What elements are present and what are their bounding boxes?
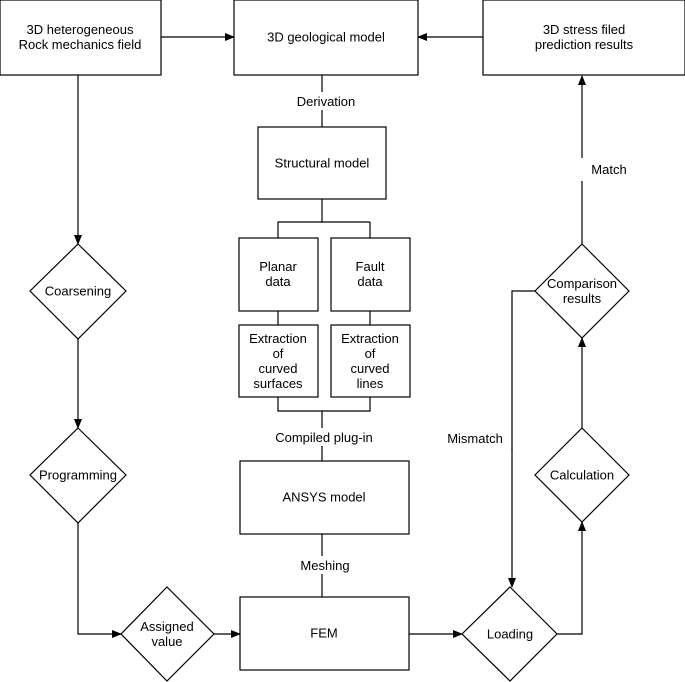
- node-label-line: Coarsening: [45, 284, 112, 299]
- node-label-line: of: [365, 346, 376, 361]
- structural-model-label: Structural model: [275, 156, 370, 171]
- derivation-label: Derivation: [297, 94, 356, 109]
- node-label-line: Loading: [487, 627, 533, 642]
- extraction-surfaces-box: [238, 324, 319, 398]
- coarsening-label: Coarsening: [45, 284, 112, 299]
- node-label-line: Comparison: [547, 276, 617, 291]
- node-label-line: 3D geological model: [267, 30, 385, 45]
- node-label-line: lines: [357, 376, 384, 391]
- match-label: Match: [591, 162, 626, 177]
- extraction-lines-box: [330, 324, 411, 398]
- mismatch-label: Mismatch: [447, 431, 503, 446]
- node-label-line: FEM: [310, 626, 337, 641]
- meshing-label: Meshing: [300, 558, 349, 573]
- loading-diamond: [461, 586, 558, 682]
- node-label-line: data: [357, 274, 383, 289]
- node-label-line: Extraction: [249, 331, 307, 346]
- comparison-diamond: [534, 243, 630, 339]
- node-label-line: value: [151, 634, 182, 649]
- edge-labels: Derivation Compiled plug-in Meshing Matc…: [275, 94, 626, 573]
- node-label-line: data: [265, 274, 291, 289]
- edge-structural-fork: [277, 199, 323, 238]
- calculation-diamond: [534, 427, 630, 523]
- edge-comparison-to-mismatch: [511, 290, 535, 451]
- geo-model-box: [233, 0, 419, 76]
- programming-label: Programming: [39, 468, 117, 483]
- rock-field-box: [0, 0, 162, 76]
- node-label-line: ANSYS model: [282, 490, 365, 505]
- node-label-line: of: [273, 346, 284, 361]
- edge-extraction-merge: [277, 397, 371, 412]
- fem-box: [239, 596, 410, 671]
- node-label-line: Rock mechanics field: [19, 37, 142, 52]
- compiled-plugin-label: Compiled plug-in: [275, 430, 373, 445]
- fault-data-box: [330, 237, 411, 312]
- coarsening-diamond: [29, 243, 127, 340]
- edge-loading-to-calculation: [557, 521, 586, 635]
- node-label-line: 3D heterogeneous: [27, 22, 134, 37]
- assigned-value-diamond: [120, 586, 215, 682]
- node-label-line: Structural model: [275, 156, 370, 171]
- node-label-line: Planar: [259, 259, 297, 274]
- node-label-line: Programming: [39, 468, 117, 483]
- programming-diamond: [29, 427, 127, 524]
- geo-model-label: 3D geological model: [267, 30, 385, 45]
- node-label-line: 3D stress filed: [543, 22, 625, 37]
- diamonds: [29, 243, 630, 682]
- node-label-line: Assigned: [140, 619, 193, 634]
- node-label-line: surfaces: [253, 376, 303, 391]
- node-label-line: Fault: [356, 259, 385, 274]
- loading-label: Loading: [487, 627, 533, 642]
- edge-programming-to-assigned: [77, 523, 122, 638]
- ansys-model-label: ANSYS model: [282, 490, 365, 505]
- calculation-label: Calculation: [550, 468, 614, 483]
- structural-model-box: [257, 126, 387, 200]
- fem-label: FEM: [310, 626, 337, 641]
- ansys-model-box: [239, 460, 410, 535]
- node-label-line: Extraction: [341, 331, 399, 346]
- planar-data-box: [238, 237, 319, 312]
- node-label-line: Calculation: [550, 468, 614, 483]
- node-label-line: curved: [258, 361, 297, 376]
- node-label-line: results: [563, 291, 602, 306]
- node-label-line: curved: [350, 361, 389, 376]
- connectors: [74, 33, 586, 638]
- node-label-line: prediction results: [535, 37, 634, 52]
- stress-results-box: [482, 0, 685, 76]
